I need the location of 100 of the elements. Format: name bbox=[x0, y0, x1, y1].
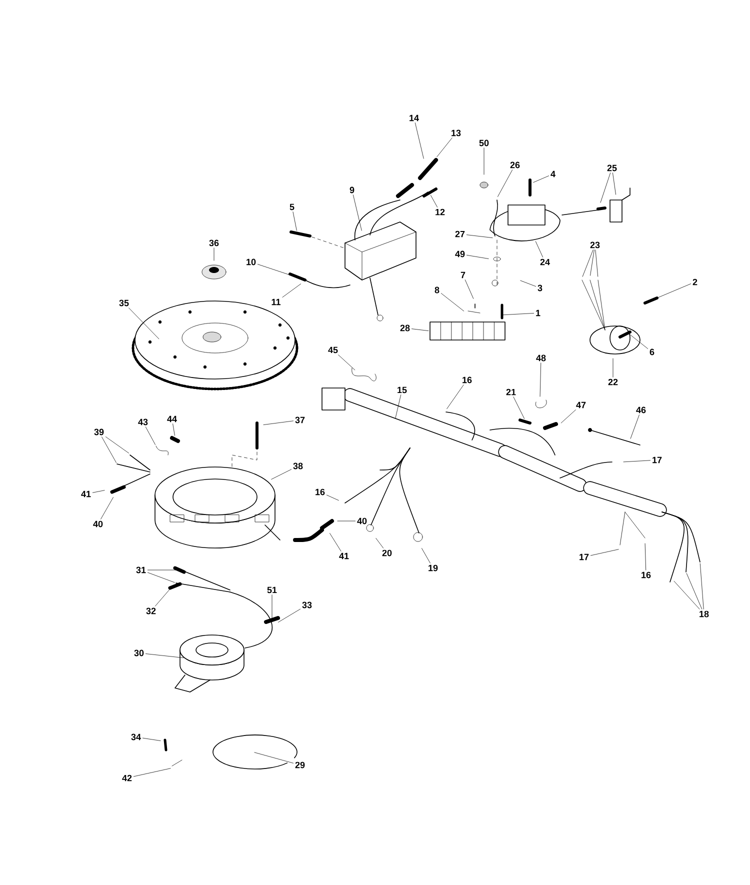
leader-line bbox=[146, 654, 184, 658]
callout-number: 44 bbox=[167, 416, 177, 422]
leader-line bbox=[612, 172, 616, 195]
leader-line bbox=[106, 436, 129, 454]
callout-number: 4 bbox=[550, 170, 556, 178]
leader-line bbox=[412, 328, 429, 332]
leader-line bbox=[338, 354, 356, 370]
leader-line bbox=[595, 250, 598, 277]
leader-line bbox=[540, 362, 542, 397]
leader-line bbox=[686, 573, 702, 610]
callout-number: 11 bbox=[272, 298, 280, 306]
leader-line bbox=[422, 548, 430, 564]
leader-line bbox=[271, 469, 292, 480]
leader-line bbox=[674, 580, 700, 610]
leader-line bbox=[630, 414, 640, 439]
leader-line bbox=[326, 494, 339, 501]
callout-number: 42 bbox=[122, 774, 132, 782]
callout-number: 35 bbox=[119, 300, 129, 306]
callout-number: 17 bbox=[652, 456, 662, 464]
callout-number: 1 bbox=[536, 310, 540, 316]
callout-number: 29 bbox=[295, 762, 305, 768]
callout-number: 15 bbox=[398, 386, 407, 394]
leader-line bbox=[628, 334, 648, 349]
callout-number: 46 bbox=[636, 406, 646, 414]
callout-number: 33 bbox=[302, 602, 312, 608]
callout-number: 16 bbox=[316, 488, 325, 496]
leader-line bbox=[100, 497, 114, 520]
leader-line bbox=[498, 170, 513, 197]
leader-line bbox=[352, 194, 362, 231]
leader-line bbox=[134, 768, 171, 777]
callout-number: 7 bbox=[460, 272, 466, 278]
leader-line bbox=[292, 212, 297, 231]
leader-line bbox=[502, 313, 534, 316]
callout-number: 50 bbox=[479, 140, 489, 146]
callout-number: 26 bbox=[510, 162, 520, 168]
leader-line bbox=[172, 424, 175, 436]
leader-line bbox=[337, 520, 356, 522]
leader-line bbox=[533, 176, 549, 183]
callout-number: 49 bbox=[455, 250, 465, 258]
callout-number: 34 bbox=[131, 734, 141, 740]
leader-line bbox=[376, 538, 384, 548]
leader-line bbox=[582, 250, 594, 277]
callout-number: 39 bbox=[94, 428, 104, 436]
callout-number: 13 bbox=[452, 130, 461, 136]
leader-line bbox=[92, 490, 105, 493]
callout-number: 30 bbox=[134, 650, 144, 656]
leader-line bbox=[102, 436, 116, 463]
leader-line bbox=[430, 195, 438, 208]
leader-line bbox=[466, 254, 489, 259]
leader-line bbox=[623, 460, 650, 462]
callout-number: 38 bbox=[293, 462, 303, 470]
callout-number: 31 bbox=[136, 566, 146, 574]
leader-line bbox=[263, 420, 294, 425]
leader-line bbox=[700, 563, 704, 610]
callout-number: 28 bbox=[400, 324, 410, 332]
leader-line bbox=[148, 572, 175, 583]
leader-line bbox=[446, 384, 464, 409]
leader-line bbox=[282, 284, 301, 298]
callout-number: 22 bbox=[608, 378, 618, 386]
callout-number: 24 bbox=[540, 258, 550, 266]
leader-line bbox=[441, 293, 464, 312]
leader-line bbox=[590, 549, 619, 556]
callout-number: 36 bbox=[209, 240, 219, 246]
leader-line bbox=[590, 250, 594, 276]
leader-line bbox=[128, 308, 160, 340]
callout-number: 10 bbox=[246, 258, 256, 266]
leader-line bbox=[278, 608, 300, 622]
callout-number: 47 bbox=[576, 402, 586, 408]
leader-line bbox=[436, 138, 452, 158]
callout-number: 21 bbox=[506, 388, 516, 396]
leader-line bbox=[600, 172, 611, 203]
callout-number: 14 bbox=[410, 114, 419, 122]
callout-number: 16 bbox=[642, 572, 651, 578]
leader-line bbox=[414, 122, 424, 159]
callout-number: 8 bbox=[434, 286, 440, 294]
leader-line bbox=[258, 264, 289, 275]
callout-number: 19 bbox=[428, 564, 438, 572]
callout-number: 32 bbox=[146, 608, 156, 614]
callout-number: 37 bbox=[295, 416, 305, 424]
leader-line bbox=[560, 410, 576, 424]
leader-line bbox=[466, 234, 493, 238]
callout-number: 18 bbox=[700, 610, 709, 618]
leader-line bbox=[155, 590, 170, 606]
leader-line bbox=[464, 280, 474, 299]
callout-number: 25 bbox=[607, 164, 617, 172]
callout-number: 40 bbox=[93, 520, 103, 528]
callout-number: 51 bbox=[267, 586, 277, 594]
callout-number: 23 bbox=[590, 242, 600, 248]
callout-number: 41 bbox=[339, 552, 349, 560]
leader-line bbox=[535, 241, 543, 258]
leader-line bbox=[513, 396, 525, 419]
leader-line bbox=[254, 752, 294, 764]
leader-line bbox=[644, 543, 646, 570]
callout-number: 9 bbox=[350, 186, 354, 194]
callout-number: 6 bbox=[650, 348, 654, 356]
callout-number: 45 bbox=[328, 346, 338, 354]
callout-number: 12 bbox=[436, 208, 445, 216]
callout-number: 41 bbox=[81, 490, 91, 498]
leader-line bbox=[395, 394, 402, 419]
callout-number: 27 bbox=[455, 230, 465, 238]
